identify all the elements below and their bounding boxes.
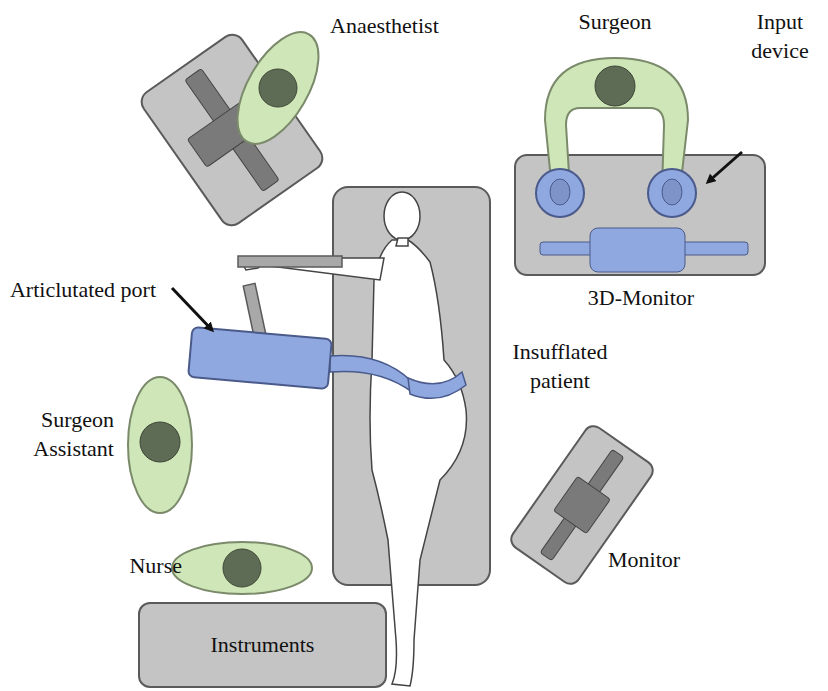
leader-arrow [708, 152, 742, 182]
part-label: 3D-Monitor [566, 284, 716, 313]
anaesthetist-figure [221, 19, 335, 156]
role-label: Surgeon [560, 8, 670, 37]
assistant-figure [128, 377, 192, 513]
leader-arrow [172, 288, 212, 330]
surgeon-figure [536, 58, 696, 217]
part-label: Articlutated port [8, 276, 158, 305]
nurse-figure [172, 542, 312, 594]
part-label: Input device [738, 8, 822, 65]
instrument-table: Instruments [138, 602, 387, 688]
surgeon-console [515, 155, 765, 275]
part-label: Monitor [608, 546, 718, 575]
role-label: Surgeon Assistant [4, 406, 114, 463]
role-label: Anaesthetist [330, 12, 490, 41]
node-text: Instruments [211, 632, 315, 658]
part-label: Insufflated patient [492, 338, 628, 395]
articulated-port [188, 256, 466, 398]
role-label: Nurse [110, 552, 182, 581]
